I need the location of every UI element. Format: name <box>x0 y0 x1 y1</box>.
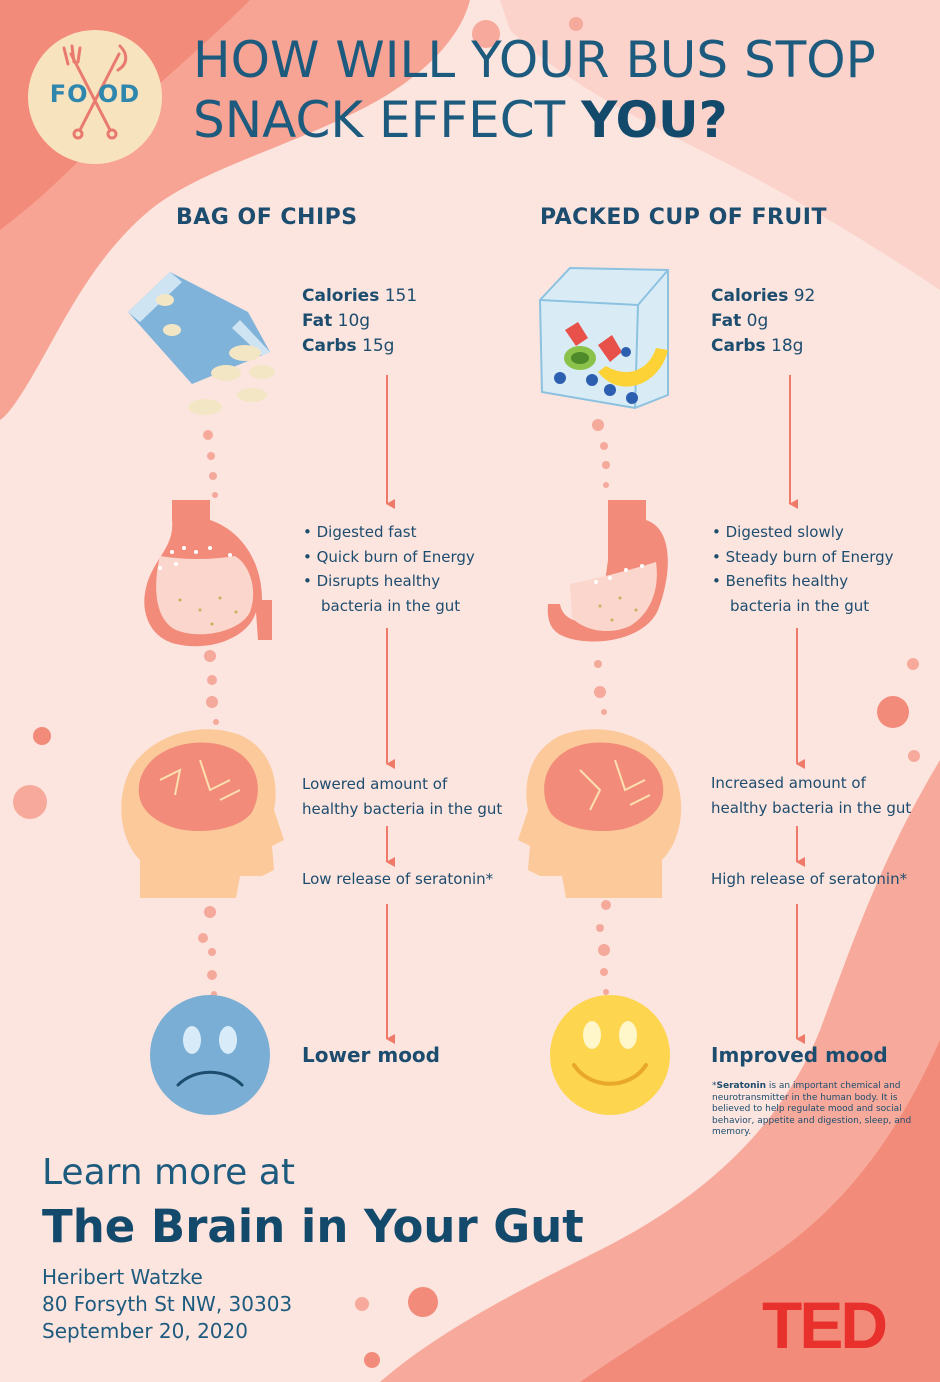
flow-arrows-right <box>789 375 805 1044</box>
seratonin-footnote: *Seratonin is an important chemical and … <box>712 1081 912 1137</box>
fruit-cup-icon <box>538 266 669 410</box>
list-item: bacteria in the gut <box>730 596 870 615</box>
title-emphasis: YOU? <box>581 91 728 149</box>
event-details: Heribert Watzke 80 Forsyth St NW, 30303 … <box>42 1264 292 1345</box>
food-logo: FO OD <box>28 30 162 164</box>
list-item: • Disrupts healthy <box>303 572 441 590</box>
stomach-icon-left <box>144 500 272 647</box>
list-item: • Digested slowly <box>712 523 844 541</box>
brain-head-icon-right <box>518 729 682 898</box>
chips-mood: Lower mood <box>302 1043 440 1067</box>
page-title: HOW WILL YOUR BUS STOP SNACK EFFECT YOU? <box>193 30 913 150</box>
chips-bag-icon <box>128 272 275 415</box>
brain-in-gut-title: The Brain in Your Gut <box>42 1200 584 1253</box>
ted-logo: TED <box>762 1288 888 1362</box>
list-item: • Digested fast <box>303 523 417 541</box>
title-line-1: HOW WILL YOUR BUS STOP <box>193 31 876 89</box>
learn-more-text: Learn more at <box>42 1152 295 1193</box>
fruit-digestion-list: • Digested slowly • Steady burn of Energ… <box>712 520 894 618</box>
sad-face-icon <box>150 995 270 1115</box>
event-address: 80 Forsyth St NW, 30303 <box>42 1292 293 1316</box>
fruit-brain-text: Increased amount of healthy bacteria in … <box>711 774 912 817</box>
list-item: • Benefits healthy <box>712 572 849 590</box>
list-item: bacteria in the gut <box>321 596 461 615</box>
stomach-icon-right <box>547 500 668 642</box>
list-item: • Steady burn of Energy <box>712 547 894 566</box>
chips-heading: BAG OF CHIPS <box>176 205 358 230</box>
brain-head-icon-left <box>121 729 284 898</box>
fruit-mood: Improved mood <box>711 1043 888 1067</box>
chips-seratonin-text: Low release of seratonin* <box>302 870 494 888</box>
logo-text: FO OD <box>49 80 141 108</box>
fork-knife-icon <box>62 44 128 140</box>
title-line-2: SNACK EFFECT YOU? <box>193 91 728 149</box>
chips-digestion-list: • Digested fast • Quick burn of Energy •… <box>303 520 475 618</box>
chips-brain-text: Lowered amount of healthy bacteria in th… <box>302 775 503 818</box>
list-item: • Quick burn of Energy <box>303 547 475 566</box>
fruit-nutrition: Calories 92 Fat 0g Carbs 18g <box>711 286 816 356</box>
fruit-heading: PACKED CUP OF FRUIT <box>540 205 827 230</box>
chips-nutrition: Calories 151 Fat 10g Carbs 15g <box>302 286 418 356</box>
speaker-name: Heribert Watzke <box>42 1265 203 1289</box>
happy-face-icon <box>550 995 670 1115</box>
event-date: September 20, 2020 <box>42 1319 248 1343</box>
fruit-seratonin-text: High release of seratonin* <box>711 870 908 888</box>
